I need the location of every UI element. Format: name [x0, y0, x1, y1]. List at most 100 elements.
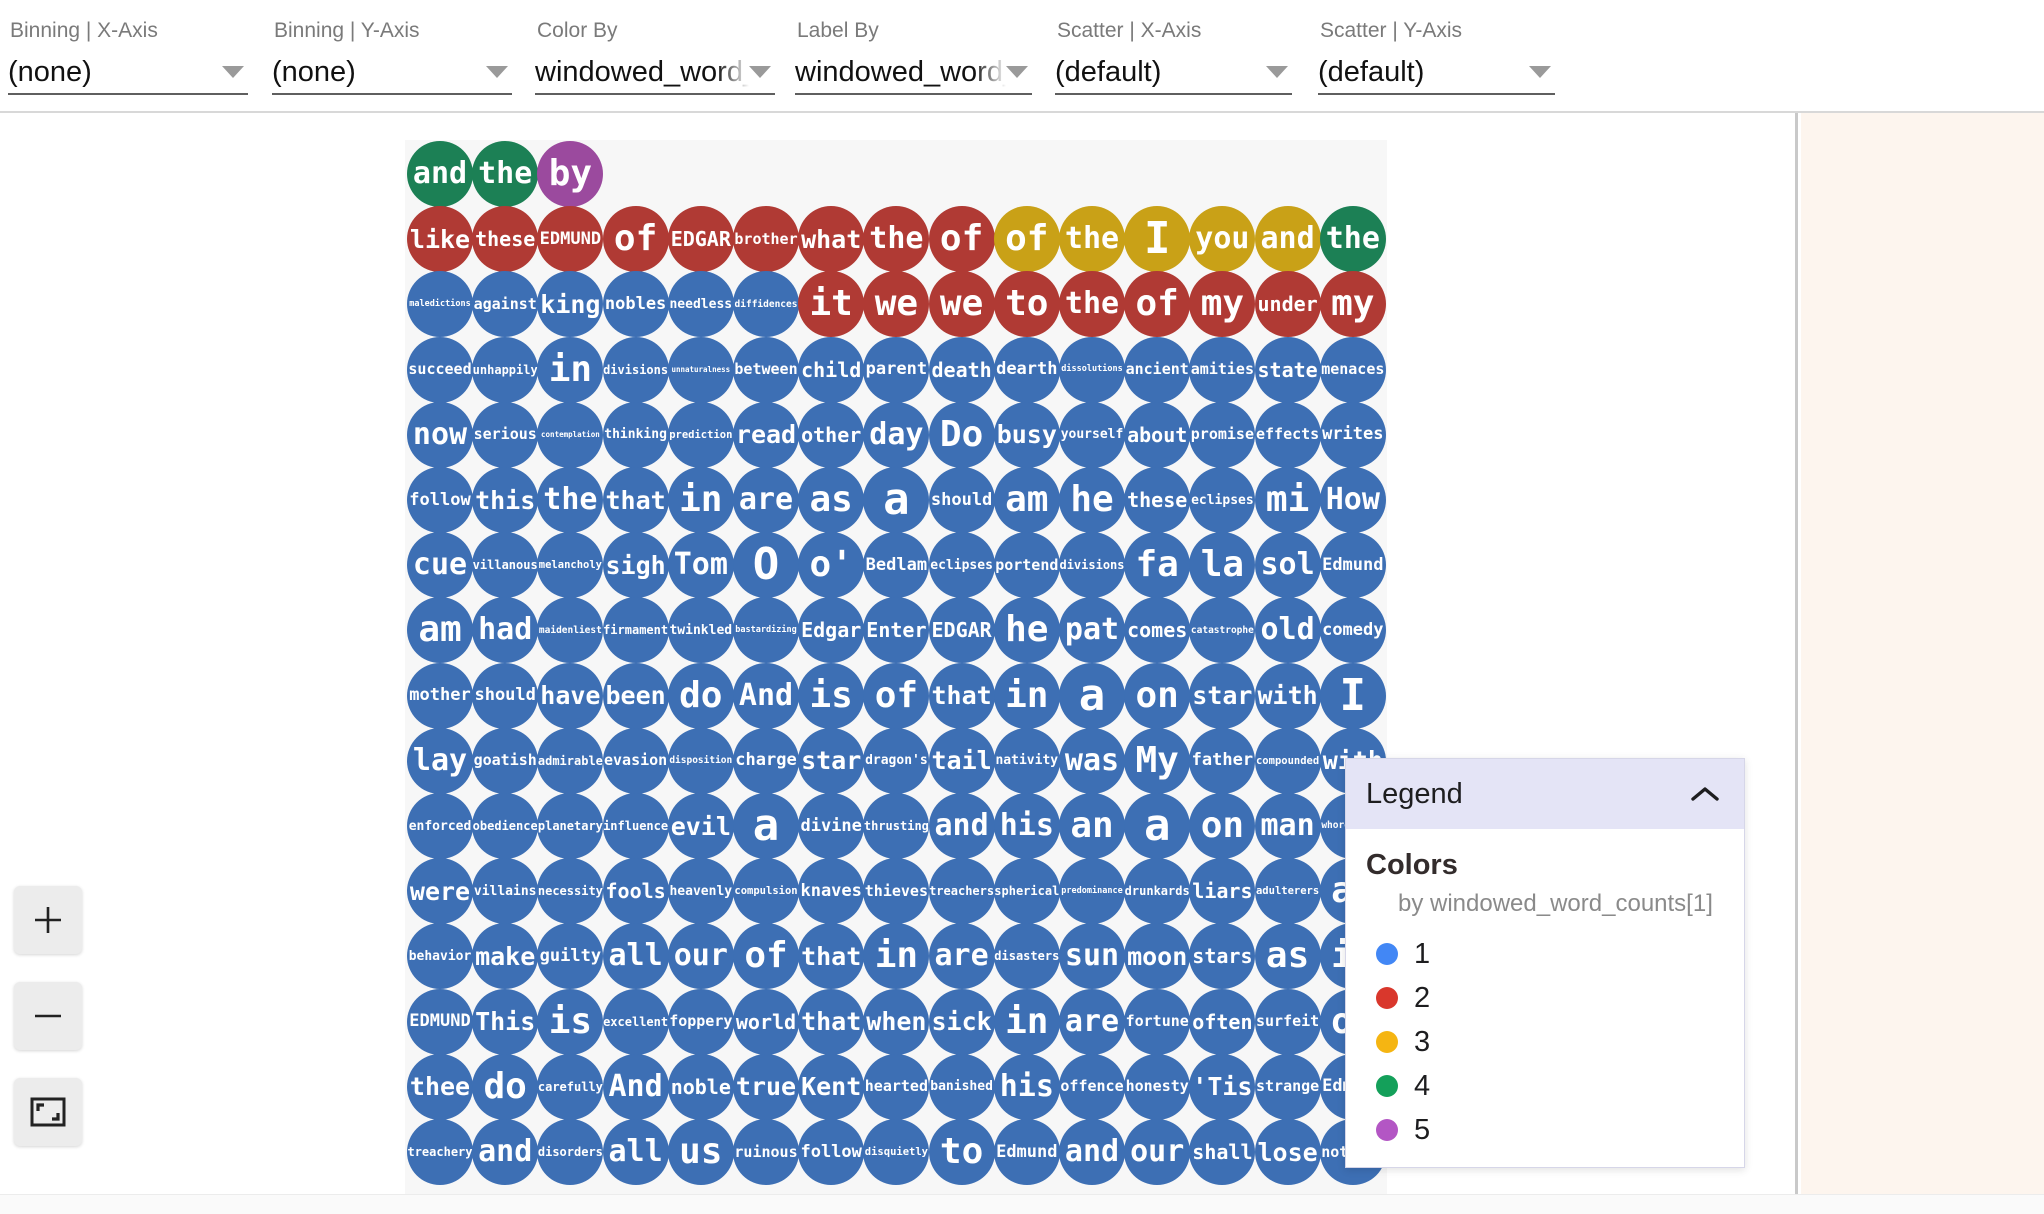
bubble-point[interactable]: And — [733, 662, 799, 729]
bubble-point[interactable]: in — [993, 988, 1060, 1055]
bubble-point[interactable]: eclipses — [1189, 467, 1256, 533]
bubble-point[interactable]: liars — [1189, 858, 1256, 925]
bubble-point[interactable]: been — [602, 662, 669, 729]
bubble-point[interactable]: obedience — [472, 793, 539, 859]
bubble-point[interactable]: Edmund — [1319, 532, 1386, 599]
bubble-point[interactable]: foppery — [667, 988, 734, 1055]
bubble-point[interactable]: in — [537, 336, 604, 403]
bubble-point[interactable]: he — [1059, 467, 1125, 533]
bubble-point[interactable]: all — [602, 1119, 669, 1185]
bubble-point[interactable]: compulsion — [733, 858, 799, 925]
bubble-point[interactable]: a — [1124, 793, 1191, 859]
bubble-point[interactable]: disposition — [667, 727, 734, 794]
bubble-point[interactable]: we — [928, 271, 995, 338]
bubble-point[interactable]: and — [928, 793, 995, 859]
bubble-point[interactable]: state — [1254, 336, 1321, 403]
bubble-point[interactable]: melancholy — [537, 532, 604, 599]
bubble-point[interactable]: diffidences — [733, 271, 799, 338]
bubble-point[interactable]: compounded — [1254, 727, 1321, 794]
bubble-point[interactable]: like — [407, 206, 473, 273]
bubble-point[interactable]: la — [1189, 532, 1256, 599]
bubble-point[interactable]: unnaturalness — [667, 336, 734, 403]
bubble-point[interactable]: about — [1124, 401, 1191, 468]
bubble-point[interactable]: 'Tis — [1189, 1053, 1256, 1120]
bubble-point[interactable]: should — [928, 467, 995, 533]
bubble-point[interactable]: should — [472, 662, 539, 729]
bubble-point[interactable]: noble — [667, 1053, 734, 1120]
bubble-point[interactable]: do — [667, 662, 734, 729]
legend-item[interactable]: 5 — [1366, 1108, 1744, 1152]
bubble-point[interactable]: Bedlam — [863, 532, 930, 599]
bubble-point[interactable]: his — [993, 793, 1060, 859]
bubble-point[interactable]: planetary — [537, 793, 604, 859]
bubble-point[interactable]: mi — [1254, 467, 1321, 533]
bubble-point[interactable]: thieves — [863, 858, 930, 925]
bubble-point[interactable]: serious — [472, 401, 539, 468]
bubble-point[interactable]: king — [537, 271, 604, 338]
bubble-point[interactable]: these — [1124, 467, 1191, 533]
bubble-point[interactable]: Edgar — [798, 597, 865, 664]
bubble-point[interactable]: and — [1059, 1119, 1125, 1185]
bubble-point[interactable]: eclipses — [928, 532, 995, 599]
bubble-point[interactable]: dissolutions — [1059, 336, 1125, 403]
chevron-down-icon[interactable] — [1006, 66, 1028, 78]
bubble-point[interactable]: he — [993, 597, 1060, 664]
bubble-point[interactable]: and — [472, 1119, 539, 1185]
bubble-point[interactable]: when — [863, 988, 930, 1055]
bubble-point[interactable]: evil — [667, 793, 734, 859]
bubble-point[interactable]: surfeit — [1254, 988, 1321, 1055]
bubble-point[interactable]: drunkards — [1124, 858, 1191, 925]
bubble-point[interactable]: divisions — [602, 336, 669, 403]
zoom-fit-button[interactable] — [14, 1078, 82, 1146]
bubble-point[interactable]: divine — [798, 793, 865, 859]
bubble-point[interactable]: admirable — [537, 727, 604, 794]
bubble-point[interactable]: sigh — [602, 532, 669, 599]
bubble-point[interactable]: EDGAR — [928, 597, 995, 664]
legend-header[interactable]: Legend — [1346, 759, 1744, 829]
bubble-point[interactable]: of — [1124, 271, 1191, 338]
bubble-point[interactable]: that — [602, 467, 669, 533]
bubble-point[interactable]: spherical — [993, 858, 1060, 925]
bubble-point[interactable]: yourself — [1059, 401, 1125, 468]
bubble-point[interactable]: nobles — [602, 271, 669, 338]
bubble-point[interactable]: thrusting — [863, 793, 930, 859]
bubble-point[interactable]: ancient — [1124, 336, 1191, 403]
bubble-point[interactable]: villanous — [472, 532, 539, 599]
bubble-point[interactable]: as — [798, 467, 865, 533]
bubble-point[interactable]: now — [407, 401, 473, 468]
bubble-point[interactable]: that — [928, 662, 995, 729]
bubble-point[interactable]: the — [1059, 271, 1125, 338]
bubble-point[interactable]: goatish — [472, 727, 539, 794]
dropdown-select[interactable]: (none) — [272, 51, 512, 95]
bubble-point[interactable]: a — [863, 467, 930, 533]
bubble-point[interactable]: often — [1189, 988, 1256, 1055]
control-scatter-x-axis[interactable]: Scatter | X-Axis(default) — [1055, 18, 1292, 96]
control-binning-x-axis[interactable]: Binning | X-Axis(none) — [8, 18, 248, 96]
bubble-point[interactable]: child — [798, 336, 865, 403]
bubble-point[interactable]: a — [1059, 662, 1125, 729]
bubble-point[interactable]: guilty — [537, 923, 604, 990]
bubble-point[interactable]: was — [1059, 727, 1125, 794]
chevron-down-icon[interactable] — [749, 66, 771, 78]
dropdown-select[interactable]: windowed_word_counts[1] — [535, 51, 775, 95]
bubble-point[interactable]: behavior — [407, 923, 473, 990]
bubble-point[interactable]: knaves — [798, 858, 865, 925]
bubble-point[interactable]: excellent — [602, 988, 669, 1055]
bubble-point[interactable]: with — [1254, 662, 1321, 729]
bubble-point[interactable]: fools — [602, 858, 669, 925]
bubble-point[interactable]: stars — [1189, 923, 1256, 990]
bubble-point[interactable]: honesty — [1124, 1053, 1191, 1120]
bubble-point[interactable]: of — [993, 206, 1060, 273]
bubble-point[interactable]: death — [928, 336, 995, 403]
bubble-point[interactable]: of — [928, 206, 995, 273]
bubble-point[interactable]: adulterers — [1254, 858, 1321, 925]
bubble-point[interactable]: father — [1189, 727, 1256, 794]
bubble-point[interactable]: Enter — [863, 597, 930, 664]
bubble-point[interactable]: prediction — [667, 401, 734, 468]
bubble-point[interactable]: us — [667, 1119, 734, 1185]
legend-panel[interactable]: Legend Colors by windowed_word_counts[1]… — [1345, 758, 1745, 1168]
chevron-down-icon[interactable] — [1266, 66, 1288, 78]
control-binning-y-axis[interactable]: Binning | Y-Axis(none) — [272, 18, 512, 96]
